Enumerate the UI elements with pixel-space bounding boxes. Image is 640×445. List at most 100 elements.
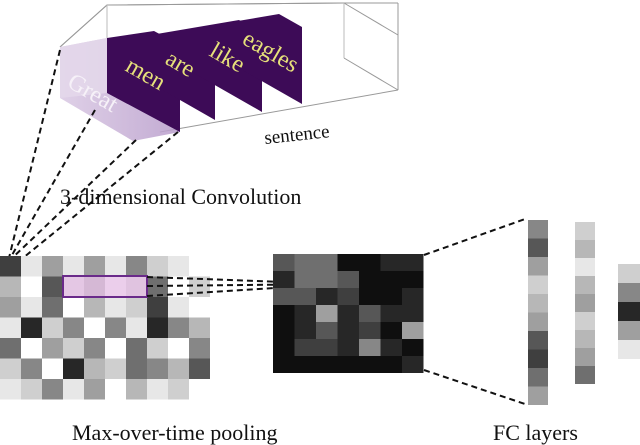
pooling-cell [380,339,402,356]
convolution-cell [21,256,42,277]
convolution-cell [189,276,210,297]
convolution-cell [21,338,42,359]
convolution-cell [126,358,147,379]
convolution-label: 3-dimensional Convolution [60,184,301,209]
fc-label: FC layers [493,420,578,445]
fc-neuron [575,366,595,384]
cube-edge [343,57,399,91]
projection-line [423,218,526,256]
pooling-cell [359,339,381,356]
convolution-cell [42,379,63,400]
convolution-cell [147,358,168,379]
convolution-cell [63,297,84,318]
fc-neuron [618,302,640,321]
fc-neuron [528,386,548,405]
cube-edge [343,2,399,36]
pooling-cell [380,288,402,305]
convolution-cell [168,317,189,338]
convolution-cell [0,338,21,359]
pooling-cell [294,339,316,356]
convolution-cell [168,358,189,379]
convolution-cell [147,317,168,338]
pooling-cell [380,356,402,373]
fc-neuron [528,220,548,239]
convolution-cell [84,379,105,400]
pooling-cell [337,339,359,356]
convolution-cell [168,338,189,359]
fc-neuron [528,294,548,313]
pooling-cell [316,339,338,356]
convolution-cell [42,338,63,359]
convolution-cell [126,317,147,338]
convolution-cell [0,297,21,318]
fc-neuron [575,222,595,240]
convolution-cell [21,379,42,400]
conv-projection-lines [7,49,179,263]
pooling-cell [337,254,359,271]
pooling-cell [402,322,424,339]
convolution-cell [0,379,21,400]
fc-neuron [575,312,595,330]
pooling-cell [359,271,381,288]
pooling-cell [380,305,402,322]
convolution-cell [189,256,210,277]
pooling-cell [380,254,402,271]
pooling-cell [337,356,359,373]
word-slices: Great men are like eagles [60,14,303,141]
pooling-cell [294,322,316,339]
projection-line [423,369,526,405]
pooling-cell [359,254,381,271]
convolution-cell [84,297,105,318]
pooling-cell [316,305,338,322]
convolution-cell [42,317,63,338]
convolution-cell [189,338,210,359]
pooling-cell [359,356,381,373]
fc-neuron [575,294,595,312]
convolution-cell [21,358,42,379]
convolution-cell [63,256,84,277]
pooling-cell [273,271,295,288]
pooling-cell [402,305,424,322]
convolution-cell [168,256,189,277]
word-slice-great-face [60,38,107,98]
cube-edge [106,2,345,6]
convolution-cell [189,297,210,318]
pooling-cell [294,288,316,305]
pooling-cell [402,271,424,288]
convolution-cell [168,379,189,400]
fc-neuron [618,340,640,359]
projection-line [7,109,96,263]
convolution-cell [21,317,42,338]
convolution-cell [126,297,147,318]
convolution-feature-map [0,256,210,400]
convolution-cell [126,338,147,359]
pooling-cell [316,322,338,339]
convolution-cell [105,379,126,400]
pooling-cell [294,305,316,322]
pooling-cell [337,271,359,288]
pooling-cell [294,356,316,373]
pooling-cell [359,305,381,322]
pooling-cell [359,288,381,305]
pooling-cell [316,356,338,373]
pooling-cell [337,305,359,322]
pooling-cell [273,339,295,356]
convolution-cell [105,256,126,277]
convolution-cell [168,297,189,318]
convolution-cell [168,276,189,297]
pooling-cell [316,254,338,271]
word-slice-eagles [232,14,302,104]
pooling-cell [402,288,424,305]
pooling-cell [316,271,338,288]
convolution-cell [126,379,147,400]
convolution-cell [42,256,63,277]
convolution-cell [21,297,42,318]
convolution-cell [42,276,63,297]
convolution-cell [0,358,21,379]
pooling-cell [273,356,295,373]
convolution-cell [84,338,105,359]
pooling-cell [316,288,338,305]
cube-edge [59,4,108,48]
convolution-cell [105,317,126,338]
